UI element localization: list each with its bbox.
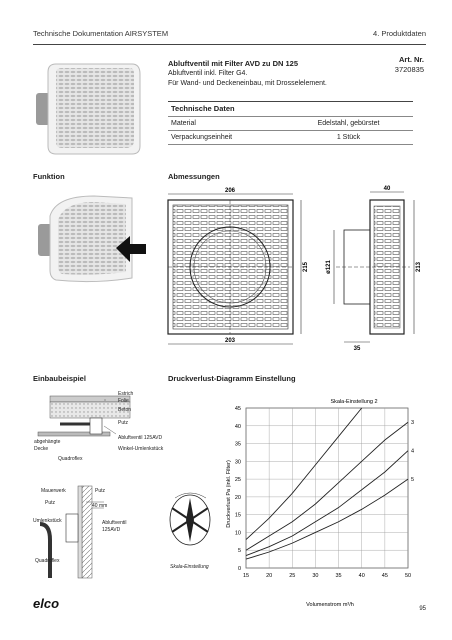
label-putz-2: Putz (95, 488, 106, 494)
series-label-5: 5 (411, 477, 414, 483)
dimension-drawing: 206 40 203 215 ø121 213 35 (167, 186, 422, 350)
label-abluftventil-2b: 125AVD (102, 527, 121, 533)
tech-label: Verpackungseinheit (168, 130, 284, 145)
label-abluftventil-2a: Abluftventil (102, 520, 127, 526)
tech-row: Verpackungseinheit 1 Stück (168, 130, 413, 145)
chart-title: Skala-Einstellung 2 (330, 399, 377, 405)
tech-heading: Technische Daten (168, 101, 413, 117)
section-einbau: Einbaubeispiel (33, 374, 86, 383)
tech-value: Edelstahl, gebürstet (284, 117, 413, 131)
dim-213: 213 (416, 261, 422, 272)
chapter-title: 4. Produktdaten (373, 29, 426, 38)
label-abluftventil: Abluftventil 125AVD (118, 435, 163, 441)
series-label-4: 4 (411, 449, 414, 455)
dim-203: 203 (225, 338, 236, 344)
x-tick-label: 40 (359, 573, 365, 579)
label-putz-3: Putz (45, 500, 56, 506)
x-tick-label: 20 (266, 573, 272, 579)
section-abmessungen: Abmessungen (168, 172, 220, 181)
header-rule (33, 44, 426, 45)
art-label: Art. Nr. (398, 55, 424, 64)
series-line-3 (245, 421, 409, 551)
label-quadroflex-2: Quadroflex (35, 558, 60, 564)
product-photo-function (38, 195, 146, 283)
label-decke: Decke (34, 446, 49, 452)
tech-row: Material Edelstahl, gebürstet (168, 117, 413, 131)
y-tick-label: 15 (235, 513, 241, 519)
label-quadroflex: Quadroflex (58, 456, 83, 462)
x-tick-label: 45 (382, 573, 388, 579)
x-tick-label: 25 (289, 573, 295, 579)
series-label-3: 3 (411, 420, 414, 426)
y-tick-label: 30 (235, 459, 241, 465)
x-tick-label: 35 (336, 573, 342, 579)
doc-title: Technische Dokumentation AIRSYSTEM (33, 29, 169, 38)
label-winkel: Winkel-Umlenkstück (118, 446, 164, 452)
label-umlenkstueck: Umlenkstück (33, 518, 62, 524)
label-40mm: 40 mm (92, 503, 108, 509)
label-putz: Putz (118, 420, 129, 426)
y-tick-label: 10 (235, 530, 241, 536)
tech-value: 1 Stück (284, 130, 413, 145)
series-line-2 (245, 407, 363, 540)
dim-206: 206 (225, 188, 236, 194)
x-tick-label: 30 (312, 573, 318, 579)
y-tick-label: 0 (238, 566, 241, 572)
y-tick-label: 25 (235, 477, 241, 483)
label-abgehaengte: abgehängte (34, 439, 61, 445)
y-tick-label: 5 (238, 548, 241, 554)
x-tick-label: 15 (243, 573, 249, 579)
y-tick-label: 35 (235, 442, 241, 448)
x-tick-label: 50 (405, 573, 411, 579)
dim-35: 35 (354, 346, 361, 350)
art-number: 3720835 (394, 65, 424, 74)
label-folie: Folie (118, 398, 129, 404)
x-axis-label: Volumenstrom m³/h (306, 602, 354, 608)
series-line-4 (245, 450, 409, 556)
dim-215: 215 (303, 261, 309, 272)
product-line-2: Für Wand- und Deckeneinbau, mit Drossele… (168, 80, 327, 87)
series-line-5 (245, 478, 409, 560)
section-funktion: Funktion (33, 172, 65, 181)
installation-drawing (37, 395, 211, 579)
label-skala: Skala-Einstellung (170, 564, 209, 570)
product-line-1: Abluftventil inkl. Filter G4. (168, 70, 248, 77)
plot-area (245, 407, 409, 569)
y-tick-label: 45 (235, 406, 241, 412)
label-estrich: Estrich (118, 391, 134, 397)
y-tick-label: 40 (235, 424, 241, 430)
dim-40: 40 (384, 186, 391, 192)
tech-table: Technische Daten Material Edelstahl, geb… (168, 101, 413, 145)
y-axis-label: Druckverlust Pa (inkl. Filter) (226, 460, 232, 528)
dim-121: ø121 (326, 260, 332, 274)
product-photo-front (36, 63, 141, 155)
y-tick-label: 20 (235, 495, 241, 501)
label-beton: Beton (118, 407, 132, 413)
tech-label: Material (168, 117, 284, 131)
product-title: Abluftventil mit Filter AVD zu DN 125 (168, 59, 299, 68)
elco-logo: elco (33, 596, 60, 611)
label-mauerwerk: Mauerwerk (41, 488, 66, 494)
page-number: 95 (419, 606, 426, 612)
section-druck: Druckverlust-Diagramm Einstellung (168, 374, 296, 383)
